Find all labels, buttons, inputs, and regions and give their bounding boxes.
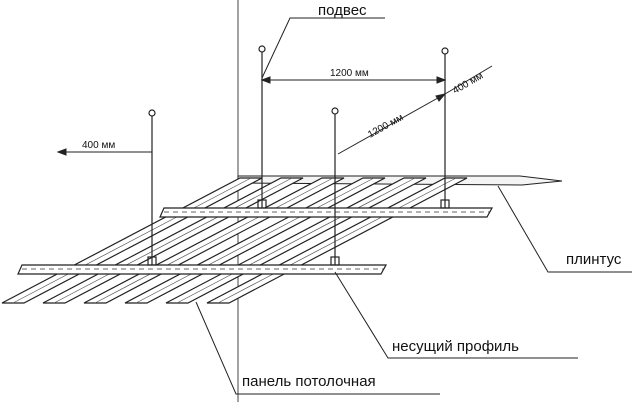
dim-edge-offset-right: 400 мм — [451, 70, 485, 96]
carrier-profile-back — [159, 207, 494, 218]
label-baseboard: плинтус — [566, 251, 622, 268]
leader-baseboard — [497, 185, 632, 273]
dim-hanger-spacing-x: 1200 мм — [330, 68, 369, 79]
ceiling-panel-grooves — [12, 177, 457, 304]
leader-hanger — [261, 17, 385, 79]
label-ceiling-panel: панель потолочная — [242, 373, 376, 390]
carrier-profile-front — [17, 264, 388, 275]
hanger-rod — [330, 107, 340, 266]
hanger-rod — [147, 109, 157, 266]
label-hanger: подвес — [318, 2, 367, 19]
label-carrier-profile: несущий профиль — [392, 338, 519, 355]
hanger-rod — [257, 45, 267, 209]
dim-edge-offset-left: 400 мм — [82, 140, 115, 151]
dim-hanger-spacing-depth: 1200 мм — [366, 112, 405, 140]
leader-lines — [195, 17, 632, 395]
leader-ceiling-panel — [195, 301, 440, 395]
ceiling-panels — [1, 177, 468, 304]
leader-carrier-profile — [334, 271, 578, 359]
dimension-lines — [56, 65, 493, 156]
